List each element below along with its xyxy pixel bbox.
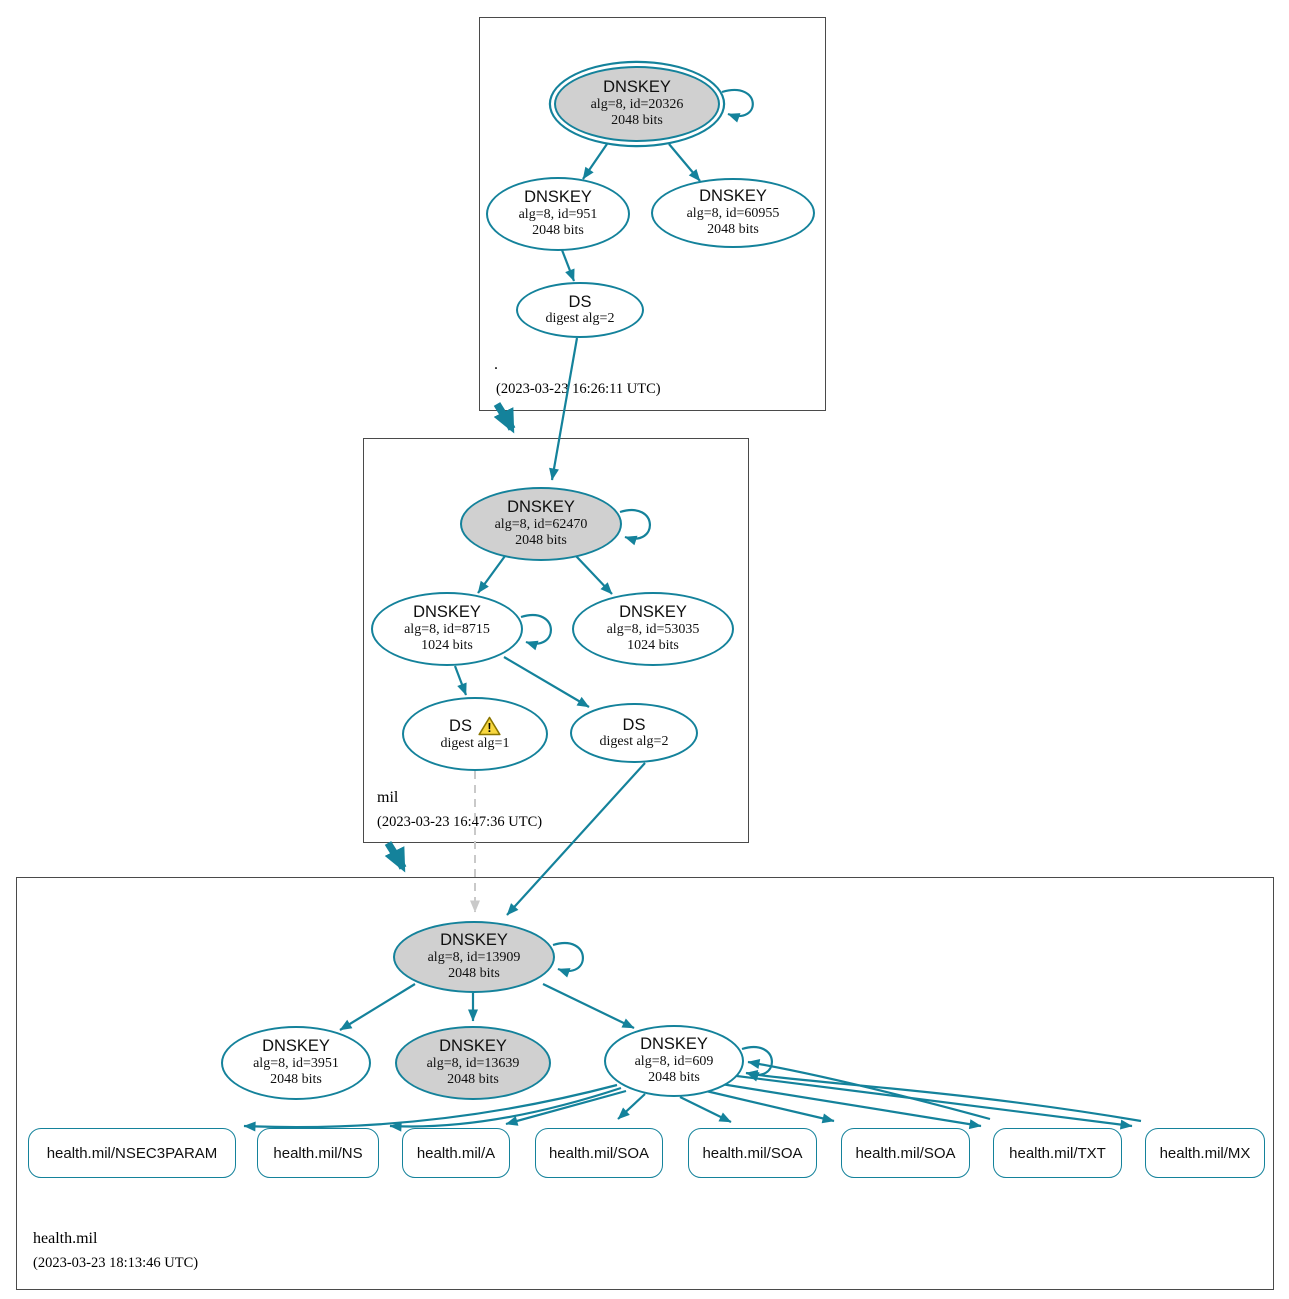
dnskey-609-title: DNSKEY	[640, 1035, 708, 1054]
rrset-a-node[interactable]: health.mil/A	[402, 1128, 510, 1178]
dnskey-13909-bits: 2048 bits	[448, 966, 500, 982]
zone-name-mil: mil	[377, 789, 399, 806]
rrset-nsec3param-node[interactable]: health.mil/NSEC3PARAM	[28, 1128, 236, 1178]
zone-name-healthmil: health.mil	[33, 1230, 98, 1247]
dnskey-62470-title: DNSKEY	[507, 498, 575, 517]
dnskey-3951-algorithm: alg=8, id=3951	[253, 1055, 339, 1071]
dnskey-20326-title: DNSKEY	[603, 78, 671, 97]
ds-mil-alg1-node[interactable]: DS!digest alg=1	[402, 697, 548, 771]
edge-delegation-mil-to-healthmil	[384, 841, 407, 873]
dnskey-13639-bits: 2048 bits	[447, 1072, 499, 1088]
dnskey-13639-title: DNSKEY	[439, 1037, 507, 1056]
ds-mil-alg2-algorithm: digest alg=2	[599, 733, 669, 749]
dnskey-951-title: DNSKEY	[524, 188, 592, 207]
zone-name-root: .	[494, 356, 498, 373]
dnskey-951-bits: 2048 bits	[532, 223, 584, 239]
ds-mil-alg1-title: DS	[449, 716, 472, 735]
dnskey-609-algorithm: alg=8, id=609	[634, 1053, 714, 1069]
ds-root-title: DS	[568, 292, 592, 311]
warning-triangle-icon: !	[478, 716, 501, 736]
dnskey-20326-algorithm: alg=8, id=20326	[590, 96, 684, 112]
ds-mil-alg2-title: DS	[622, 715, 646, 734]
dnskey-62470-bits: 2048 bits	[515, 533, 567, 549]
dnskey-951-algorithm: alg=8, id=951	[518, 206, 598, 222]
dnskey-60955-title: DNSKEY	[699, 187, 767, 206]
svg-text:!: !	[487, 721, 491, 735]
rrset-txt-node[interactable]: health.mil/TXT	[993, 1128, 1122, 1178]
dnskey-8715-title: DNSKEY	[413, 603, 481, 622]
dnskey-53035-algorithm: alg=8, id=53035	[606, 621, 700, 637]
zone-timestamp-mil: (2023-03-23 16:47:36 UTC)	[377, 814, 543, 830]
rrset-ns-node[interactable]: health.mil/NS	[257, 1128, 379, 1178]
rrset-soa-2-node[interactable]: health.mil/SOA	[688, 1128, 817, 1178]
rrset-mx-node[interactable]: health.mil/MX	[1145, 1128, 1265, 1178]
zone-timestamp-root: (2023-03-23 16:26:11 UTC)	[496, 381, 661, 397]
dnskey-60955-bits: 2048 bits	[707, 222, 759, 238]
dnskey-20326-bits: 2048 bits	[611, 113, 663, 129]
zone-timestamp-healthmil: (2023-03-23 18:13:46 UTC)	[33, 1255, 199, 1271]
rrset-soa-3-node[interactable]: health.mil/SOA	[841, 1128, 970, 1178]
ds-root-algorithm: digest alg=2	[545, 310, 615, 326]
rrset-soa-1-node[interactable]: health.mil/SOA	[535, 1128, 663, 1178]
dnskey-3951-title: DNSKEY	[262, 1037, 330, 1056]
dnskey-8715-algorithm: alg=8, id=8715	[404, 621, 490, 637]
dnskey-60955-algorithm: alg=8, id=60955	[686, 205, 780, 221]
dnskey-13909-title: DNSKEY	[440, 931, 508, 950]
dnskey-13909-algorithm: alg=8, id=13909	[427, 949, 521, 965]
dnskey-3951-bits: 2048 bits	[270, 1072, 322, 1088]
dnskey-13639-algorithm: alg=8, id=13639	[426, 1055, 520, 1071]
dnskey-609-bits: 2048 bits	[648, 1070, 700, 1086]
ds-mil-alg1-algorithm: digest alg=1	[440, 735, 510, 751]
dnskey-8715-bits: 1024 bits	[421, 638, 473, 654]
dnskey-53035-title: DNSKEY	[619, 603, 687, 622]
zone-box-root	[479, 17, 826, 411]
dnskey-62470-algorithm: alg=8, id=62470	[494, 516, 588, 532]
dnskey-53035-bits: 1024 bits	[627, 638, 679, 654]
